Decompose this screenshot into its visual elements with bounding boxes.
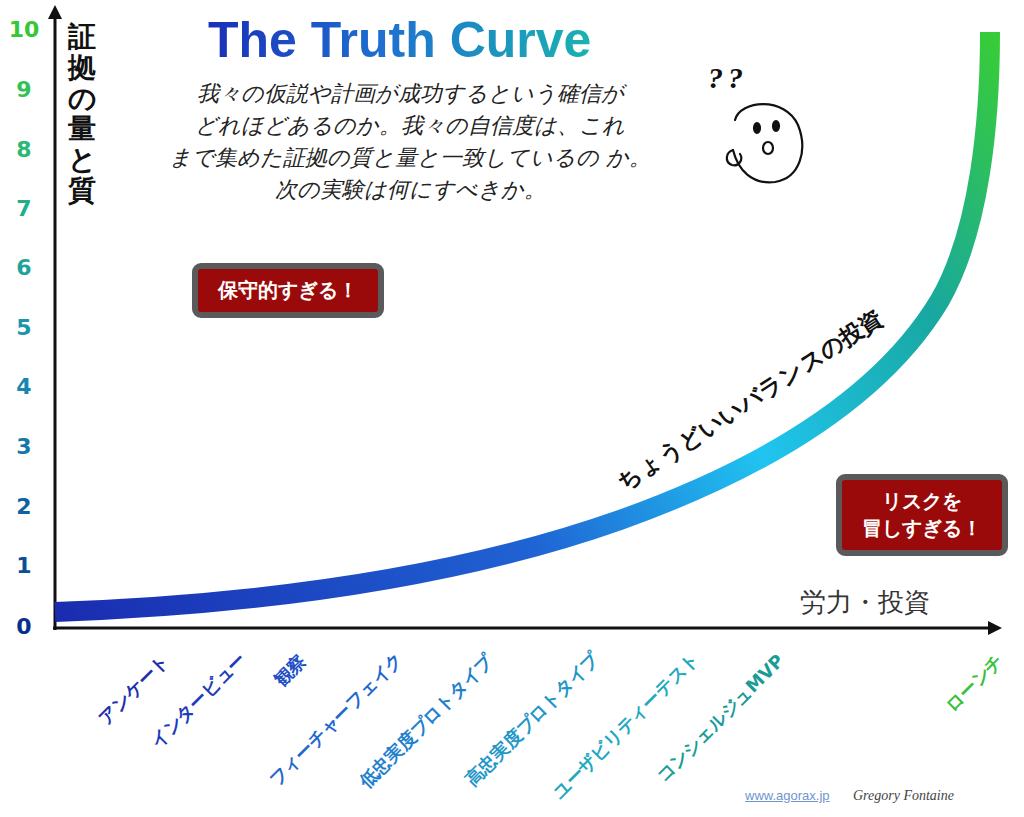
eye xyxy=(754,123,760,133)
hand xyxy=(727,150,741,165)
axis-tick-number: 2 xyxy=(2,493,46,521)
curve-label: ちょうどいいバランスの投資 xyxy=(612,304,887,496)
warning-text: リスクを 冒しすぎる！ xyxy=(862,488,982,542)
mouth xyxy=(763,142,773,154)
y-axis xyxy=(54,16,57,630)
axis-tick-number: 3 xyxy=(2,433,46,461)
axis-tick-number: 0 xyxy=(2,613,46,641)
warning-box: 保守的すぎる！ xyxy=(192,263,384,318)
axis-tick-number: 9 xyxy=(2,76,46,104)
question-marks: ?? xyxy=(708,60,748,96)
x-axis-stage: アンケート xyxy=(94,650,173,729)
warning-text: 保守的すぎる！ xyxy=(218,277,358,304)
author-name: Gregory Fontaine xyxy=(853,787,954,804)
x-axis-title: 労力・投資 xyxy=(800,586,930,618)
warning-box: リスクを 冒しすぎる！ xyxy=(836,474,1008,556)
thinking-face xyxy=(727,104,802,182)
y-arrow xyxy=(48,5,62,19)
subtitle-question: 我々の仮説や計画が成功するという確信が どれほどあるのか。我々の自信度は、これ … xyxy=(150,78,670,206)
axis-tick-number: 8 xyxy=(2,136,46,164)
face-outline xyxy=(733,104,802,182)
axis-tick-number: 6 xyxy=(2,254,46,282)
axis-tick-number: 1 xyxy=(2,552,46,580)
chart-title: The Truth Curve xyxy=(208,10,591,70)
x-axis-stage: ローンチ xyxy=(941,650,1007,716)
x-arrow xyxy=(988,621,1002,635)
source-link: www.agorax.jp xyxy=(745,788,830,804)
x-axis-stage: 観察 xyxy=(270,650,311,691)
axis-tick-number: 10 xyxy=(2,16,46,44)
y-axis-title: 証拠の量と質 xyxy=(68,22,96,207)
axis-tick-number: 4 xyxy=(2,373,46,401)
x-axis xyxy=(53,627,990,630)
axis-tick-number: 7 xyxy=(2,195,46,223)
eye xyxy=(773,121,779,131)
axis-tick-number: 5 xyxy=(2,314,46,342)
